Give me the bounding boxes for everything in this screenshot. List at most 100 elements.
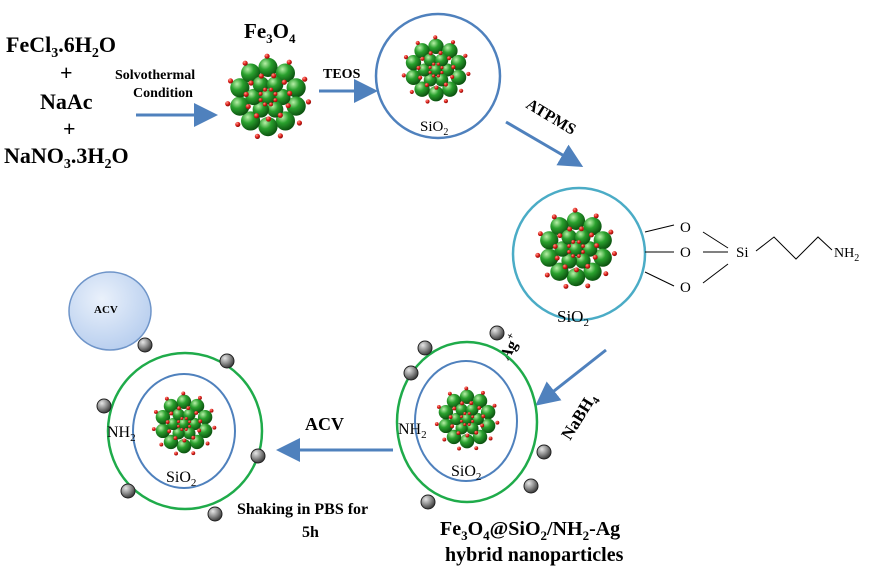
oxygen-dot (450, 74, 455, 80)
oxygen-dot (438, 50, 443, 56)
oxygen-dot (446, 56, 452, 61)
silver-nanoparticle (523, 478, 539, 494)
oxygen-dot (265, 116, 272, 122)
oxygen-dot (188, 420, 192, 424)
nh2-label: NH2 (398, 421, 427, 441)
bond (644, 271, 675, 287)
plus-sign: + (60, 60, 73, 85)
silver-nanoparticle (207, 506, 223, 522)
sio2-label: SiO2 (166, 469, 196, 489)
iron-oxide-sphere (440, 63, 455, 77)
oxygen-dot (176, 420, 180, 424)
oxygen-dot (474, 430, 479, 435)
oxygen-dot (535, 252, 541, 258)
iron-oxide-sphere (581, 241, 598, 257)
amine-layer (395, 340, 539, 504)
oxygen-dot (269, 102, 274, 107)
silver-nanoparticle (120, 483, 136, 499)
oxygen-dot (433, 35, 438, 40)
iron-oxide-sphere (554, 241, 571, 257)
silver-nanoparticle (96, 398, 112, 414)
oxygen-dot (443, 99, 448, 104)
silicon-atom: Si (736, 245, 749, 261)
silver-nanoparticle (420, 494, 436, 510)
iron-oxide-sphere (450, 412, 463, 426)
oxygen-dot (457, 446, 462, 451)
iron-oxide-sphere (566, 268, 586, 287)
iron-oxide-sphere (230, 96, 250, 116)
oxygen-dot (285, 103, 291, 109)
oxygen-dot (184, 428, 188, 432)
fe3o4-core-cluster (434, 386, 500, 451)
iron-oxide-sphere (471, 412, 484, 426)
oxygen-dot (567, 249, 571, 254)
oxygen-dot (450, 40, 456, 45)
oxygen-dot (428, 65, 432, 70)
oxygen-dot (273, 91, 278, 96)
oxygen-dot (286, 59, 292, 65)
oxygen-dot (567, 244, 571, 248)
oxygen-dot (593, 213, 599, 219)
oxygen-dot (425, 99, 430, 104)
iron-oxide-sphere (176, 394, 192, 409)
oxygen-dot (451, 65, 456, 70)
oxygen-dot (180, 428, 184, 432)
iron-oxide-sphere (176, 439, 192, 454)
iron-oxide-sphere (450, 69, 467, 85)
oxygen-dot (488, 436, 493, 441)
oxygen-dot (442, 437, 447, 442)
oxygen-dot (176, 424, 180, 428)
oxygen-dot (191, 435, 196, 440)
oxygen-dot (198, 419, 203, 424)
amine-layer (106, 351, 264, 511)
oxygen-dot (477, 405, 482, 410)
oxygen-dot (198, 395, 202, 400)
iron-oxide-sphere (583, 217, 602, 236)
oxygen-dot (418, 75, 423, 80)
bond (702, 263, 729, 284)
oxygen-dot (205, 441, 210, 446)
oxygen-dot (428, 51, 433, 56)
oxygen-dot (403, 55, 409, 60)
oxygen-dot (492, 403, 497, 408)
oxygen-dot (420, 56, 425, 61)
oxygen-dot (248, 80, 254, 86)
oxygen-dot (544, 272, 550, 278)
iron-oxide-sphere (550, 217, 569, 236)
iron-oxide-sphere (197, 423, 213, 439)
oxygen-atom: O (680, 245, 691, 261)
fe3o4-cluster (225, 53, 312, 139)
oxygen-dot (197, 428, 202, 433)
oxygen-dot (258, 98, 263, 103)
oxygen-dot (253, 113, 260, 119)
reagent-list: FeCl3.6H2O + NaAc + NaNO3.3H2O (4, 32, 129, 172)
oxygen-dot (481, 414, 486, 419)
bond (702, 231, 729, 249)
oxygen-dot (281, 79, 287, 85)
iron-oxide-sphere (461, 413, 473, 425)
oxygen-dot (416, 65, 421, 70)
fe3o4-core-cluster (535, 207, 617, 289)
product-name: hybrid nanoparticles (445, 544, 624, 566)
reductant-label: NaBH4 (557, 390, 603, 445)
iron-oxide-sphere (438, 418, 454, 434)
iron-oxide-sphere (480, 418, 496, 434)
reagent-naac: NaAc (40, 89, 93, 114)
oxygen-dot (245, 103, 251, 110)
iron-oxide-sphere (189, 398, 205, 414)
oxygen-dot (287, 90, 293, 96)
silica-shell (132, 373, 236, 489)
oxygen-dot (612, 251, 617, 257)
nh2-label: NH2 (107, 424, 136, 444)
step1-label-line1: Solvothermal (115, 68, 195, 83)
condition-line2: 5h (302, 524, 319, 541)
oxygen-dot (551, 214, 557, 220)
silica-shell (511, 186, 647, 322)
silver-nanoparticle (250, 448, 266, 464)
oxygen-dot (262, 102, 267, 107)
oxygen-dot (459, 88, 464, 93)
oxygen-dot (471, 419, 475, 423)
iron-oxide-sphere (568, 241, 584, 257)
reagent-nano3: NaNO3.3H2O (4, 143, 129, 172)
sio2-label: SiO2 (557, 307, 589, 329)
